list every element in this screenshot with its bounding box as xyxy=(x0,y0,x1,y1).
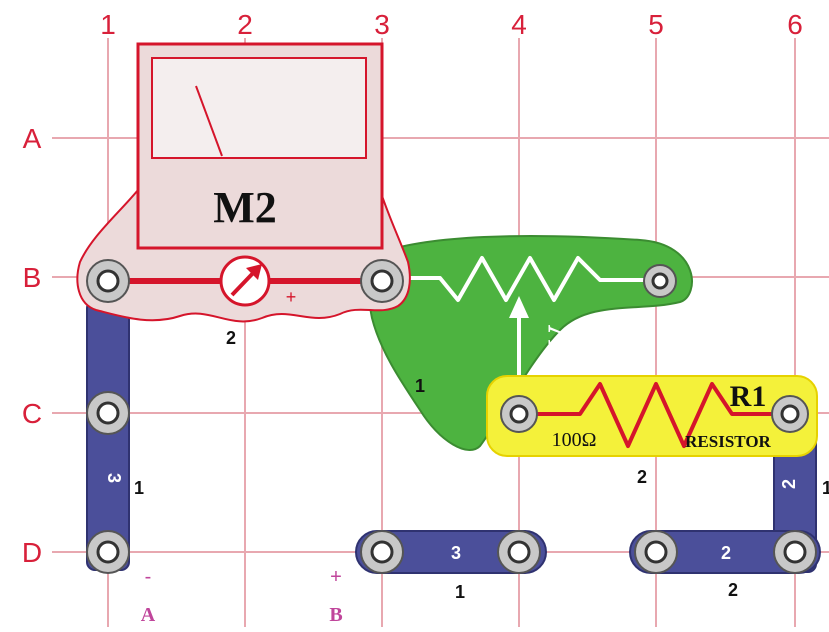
terminal-b-polarity: + xyxy=(330,566,342,588)
left-wire-level: 1 xyxy=(134,478,144,498)
column-label-5: 5 xyxy=(648,9,664,40)
meter-label: M2 xyxy=(213,183,277,232)
column-label-2: 2 xyxy=(237,9,253,40)
meter-level: 2 xyxy=(226,328,236,348)
meter-dial-arrow-head xyxy=(246,264,262,280)
bottom-long-wire-number: 3 xyxy=(451,543,461,563)
bottom-long-wire[interactable]: 3 xyxy=(355,530,547,574)
snap-b5[interactable] xyxy=(643,264,677,298)
meter-dial-arrow-shaft xyxy=(230,268,258,297)
resistor-zigzag xyxy=(519,382,795,448)
resistor-value: 100Ω xyxy=(552,429,597,451)
row-label-a: A xyxy=(23,123,42,154)
row-label-b: B xyxy=(23,262,42,293)
meter-plus-mark: + xyxy=(286,287,297,307)
bottom-short-wire-number: 2 xyxy=(721,543,731,563)
column-label-4: 4 xyxy=(511,9,527,40)
snap-d1[interactable] xyxy=(86,530,130,574)
snap-d5[interactable] xyxy=(634,530,678,574)
resistor-name: RESISTOR xyxy=(685,432,771,451)
snap-c6[interactable] xyxy=(771,395,809,433)
snap-d4[interactable] xyxy=(497,530,541,574)
potentiometer-label: RV xyxy=(540,325,580,376)
bottom-long-wire-level: 1 xyxy=(455,582,465,602)
bottom-short-wire[interactable]: 2 xyxy=(629,530,821,574)
left-wire-number: 3 xyxy=(104,473,124,483)
resistor-r1[interactable]: R1 100Ω RESISTOR xyxy=(486,375,818,457)
potentiometer[interactable]: RV xyxy=(368,235,693,451)
terminal-b-letter: B xyxy=(329,604,342,626)
meter-needle xyxy=(195,85,223,157)
snap-b3[interactable] xyxy=(360,259,404,303)
potentiometer-wiper-arrow xyxy=(509,296,529,318)
meter-m2[interactable]: M2 + xyxy=(76,42,411,323)
snap-c1[interactable] xyxy=(86,391,130,435)
column-label-3: 3 xyxy=(374,9,390,40)
right-wire-level: 1 xyxy=(822,478,829,498)
snap-connectors xyxy=(86,259,817,574)
resistor-label: R1 xyxy=(730,380,767,413)
terminal-a-polarity: - xyxy=(145,566,152,588)
snap-d3[interactable] xyxy=(360,530,404,574)
potentiometer-zigzag xyxy=(402,256,656,302)
resistor-level: 2 xyxy=(637,467,647,487)
column-label-6: 6 xyxy=(787,9,803,40)
snap-d6[interactable] xyxy=(773,530,817,574)
row-label-c: C xyxy=(22,398,42,429)
meter-window xyxy=(151,57,367,159)
row-label-d: D xyxy=(22,537,42,568)
column-label-1: 1 xyxy=(100,9,116,40)
terminal-a-letter: A xyxy=(141,604,156,626)
bottom-short-wire-level: 2 xyxy=(728,580,738,600)
snap-c4[interactable] xyxy=(500,395,538,433)
snap-b1[interactable] xyxy=(86,259,130,303)
potentiometer-level: 1 xyxy=(415,376,425,396)
right-wire-number: 2 xyxy=(779,479,799,489)
